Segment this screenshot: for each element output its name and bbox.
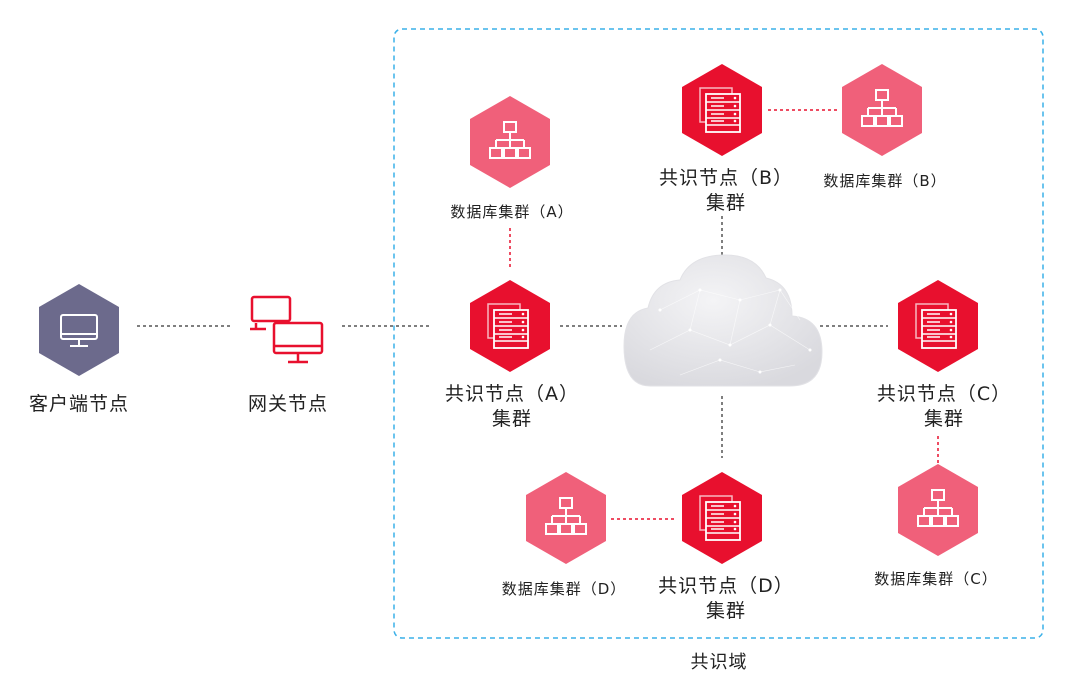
consensus-node-c[interactable] xyxy=(898,280,978,372)
database-cluster-b[interactable] xyxy=(842,64,922,156)
consensus-node-a-subtitle: 集群 xyxy=(491,407,532,430)
consensus-node-d-subtitle: 集群 xyxy=(705,599,747,622)
cloud-icon xyxy=(623,254,823,387)
gateway-node[interactable] xyxy=(248,295,328,367)
consensus-node-d-title: 共识节点（D） xyxy=(658,575,794,597)
monitor-icon xyxy=(60,314,98,347)
consensus-node-b[interactable] xyxy=(682,64,762,156)
consensus-node-a[interactable] xyxy=(470,280,550,372)
database-cluster-a[interactable] xyxy=(470,96,550,188)
hierarchy-icon xyxy=(917,489,959,527)
consensus-node-c-label: 共识节点（C） 集群 xyxy=(877,382,1011,431)
consensus-node-d-label: 共识节点（D） 集群 xyxy=(658,574,794,623)
consensus-domain-boundary xyxy=(393,28,1044,639)
server-rack-icon xyxy=(487,303,529,349)
consensus-domain-label: 共识域 xyxy=(690,652,748,673)
consensus-node-a-label: 共识节点（A） 集群 xyxy=(445,382,579,431)
consensus-node-c-subtitle: 集群 xyxy=(923,407,964,430)
consensus-node-d[interactable] xyxy=(682,472,762,564)
consensus-node-b-label: 共识节点（B） 集群 xyxy=(659,166,793,215)
database-cluster-c[interactable] xyxy=(898,464,978,556)
consensus-node-c-title: 共识节点（C） xyxy=(876,383,1012,405)
database-cluster-d-label: 数据库集群（D） xyxy=(501,580,627,598)
hierarchy-icon xyxy=(861,89,903,127)
consensus-node-a-title: 共识节点（A） xyxy=(445,383,579,405)
consensus-node-b-title: 共识节点（B） xyxy=(658,167,794,189)
hierarchy-icon xyxy=(489,121,531,159)
database-cluster-b-label: 数据库集群（B） xyxy=(823,172,947,190)
dual-monitor-icon xyxy=(250,295,324,364)
gateway-node-label: 网关节点 xyxy=(247,393,329,415)
server-rack-icon xyxy=(699,495,741,541)
database-cluster-c-label: 数据库集群（C） xyxy=(874,570,998,588)
database-cluster-d[interactable] xyxy=(526,472,606,564)
client-node[interactable] xyxy=(37,284,121,376)
client-node-label: 客户端节点 xyxy=(28,393,130,415)
consensus-node-b-subtitle: 集群 xyxy=(705,191,747,214)
database-cluster-a-label: 数据库集群（A） xyxy=(450,203,574,221)
server-rack-icon xyxy=(699,87,741,133)
server-rack-icon xyxy=(915,303,957,349)
hierarchy-icon xyxy=(545,497,587,535)
